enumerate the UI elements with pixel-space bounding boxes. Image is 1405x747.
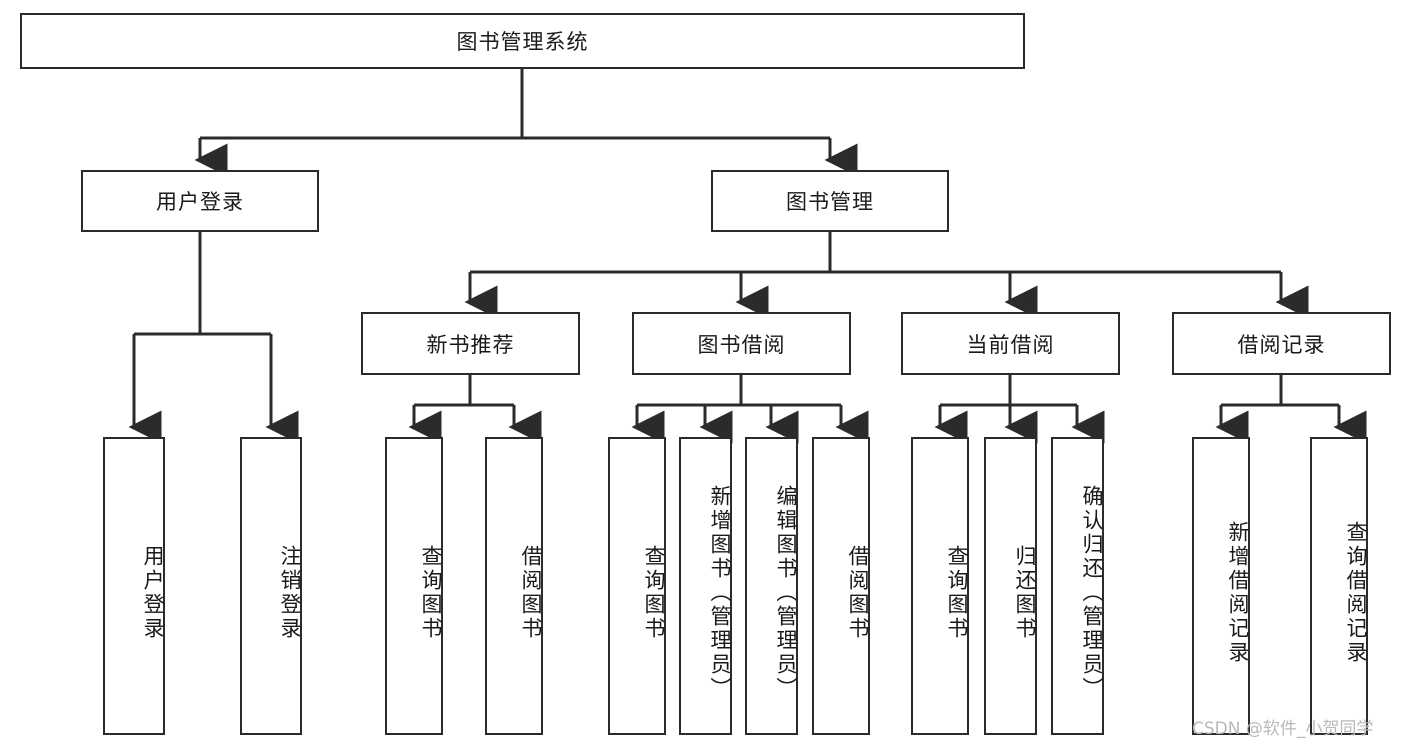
leaf-query-book-borrow[interactable]: 查询图书 xyxy=(608,437,666,735)
leaf-borrow-book[interactable]: 借阅图书 xyxy=(812,437,870,735)
node-root[interactable]: 图书管理系统 xyxy=(20,13,1025,69)
leaf-borrow-book-rec[interactable]: 借阅图书 xyxy=(485,437,543,735)
leaf-label: 查询图书 xyxy=(642,545,666,641)
leaf-return-book[interactable]: 归还图书 xyxy=(984,437,1037,735)
leaf-query-book-rec[interactable]: 查询图书 xyxy=(385,437,443,735)
watermark: CSDN @软件_小贺同学 xyxy=(1192,719,1374,739)
leaf-label: 用户登录 xyxy=(141,545,165,641)
node-new-book-recommend[interactable]: 新书推荐 xyxy=(361,312,580,375)
node-book-management[interactable]: 图书管理 xyxy=(711,170,949,232)
leaf-query-borrow-record[interactable]: 查询借阅记录 xyxy=(1310,437,1368,735)
leaf-add-borrow-record[interactable]: 新增借阅记录 xyxy=(1192,437,1250,735)
leaf-label: 借阅图书 xyxy=(846,545,870,641)
leaf-label: 编辑图书（管理员） xyxy=(774,485,798,701)
leaf-label: 归还图书 xyxy=(1013,545,1037,641)
leaf-label: 查询图书 xyxy=(419,545,443,641)
leaf-label: 确认归还（管理员） xyxy=(1080,485,1104,701)
leaf-logout[interactable]: 注销登录 xyxy=(240,437,302,735)
leaf-edit-book-admin[interactable]: 编辑图书（管理员） xyxy=(745,437,798,735)
node-current-borrow[interactable]: 当前借阅 xyxy=(901,312,1120,375)
leaf-user-login[interactable]: 用户登录 xyxy=(103,437,165,735)
leaf-label: 新增图书（管理员） xyxy=(708,485,732,701)
leaf-label: 查询借阅记录 xyxy=(1344,521,1368,665)
leaf-confirm-return-admin[interactable]: 确认归还（管理员） xyxy=(1051,437,1104,735)
leaf-label: 查询图书 xyxy=(945,545,969,641)
leaf-label: 借阅图书 xyxy=(519,545,543,641)
leaf-label: 注销登录 xyxy=(278,545,302,641)
node-book-borrow[interactable]: 图书借阅 xyxy=(632,312,851,375)
leaf-add-book-admin[interactable]: 新增图书（管理员） xyxy=(679,437,732,735)
node-user-login[interactable]: 用户登录 xyxy=(81,170,319,232)
node-borrow-record[interactable]: 借阅记录 xyxy=(1172,312,1391,375)
leaf-label: 新增借阅记录 xyxy=(1226,521,1250,665)
leaf-query-book-current[interactable]: 查询图书 xyxy=(911,437,969,735)
